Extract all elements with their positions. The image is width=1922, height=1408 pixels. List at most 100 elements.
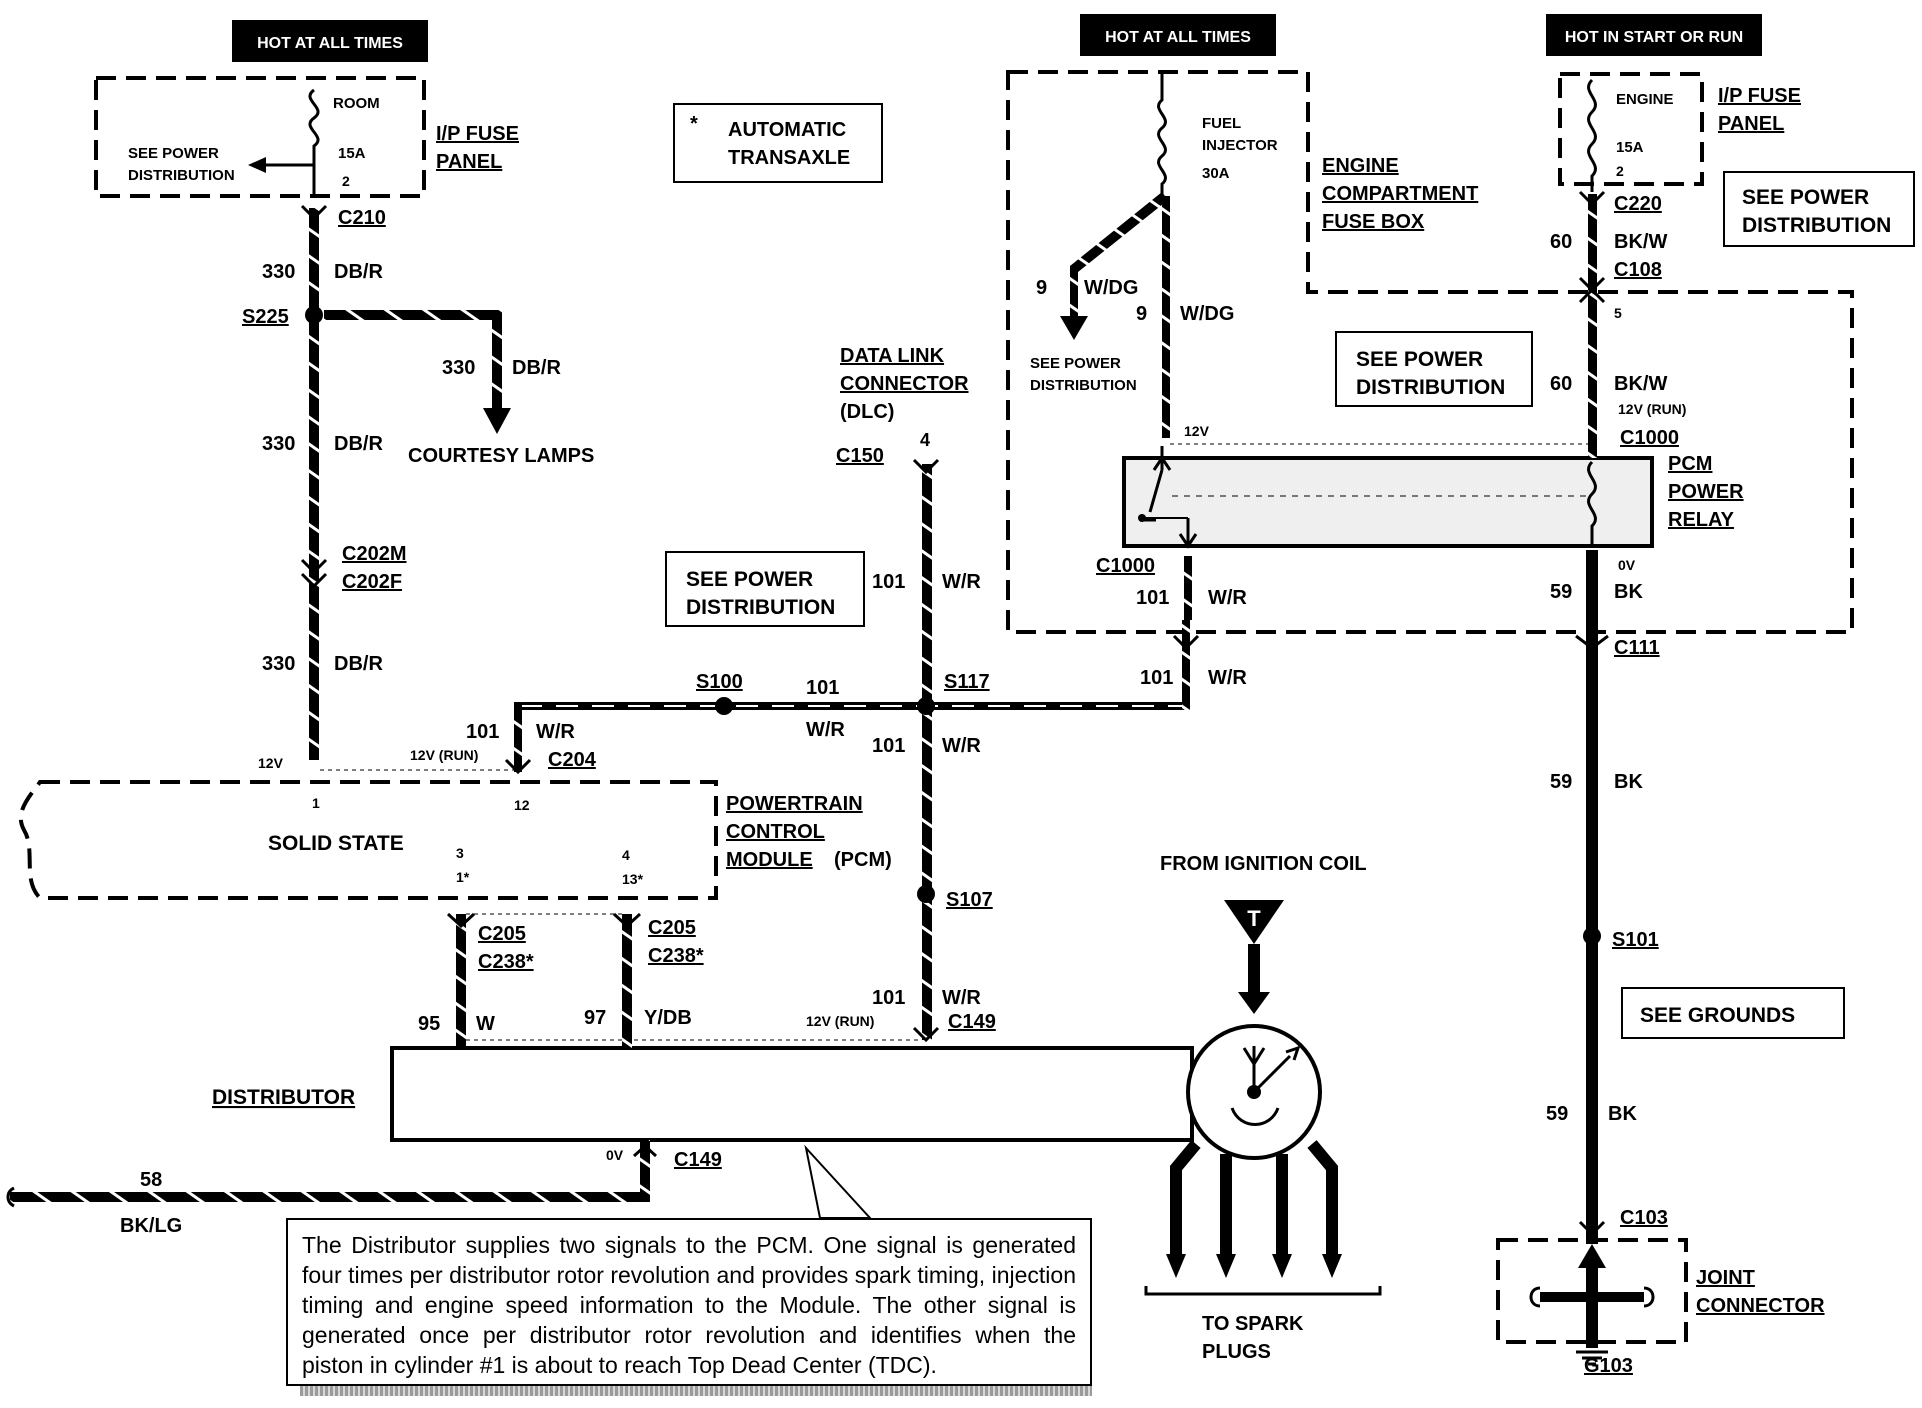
wire-95 bbox=[456, 914, 466, 1048]
note-shadow bbox=[300, 1386, 1092, 1396]
voltage-0v-relay: 0V bbox=[1618, 557, 1636, 573]
dlc-label-3: (DLC) bbox=[840, 401, 894, 423]
ip-fuse-panel-left-box bbox=[94, 76, 426, 198]
wire-60-mid-circuit: 60 bbox=[1550, 373, 1572, 395]
wire-60-vertical bbox=[1588, 194, 1597, 458]
pcm-pin-3: 3 bbox=[456, 845, 464, 861]
wire-58-horizontal bbox=[10, 1192, 650, 1202]
joint-connector-label-1: JOINT bbox=[1696, 1267, 1755, 1289]
connector-c103: C103 bbox=[1620, 1207, 1668, 1229]
wire-101-relay-circuit: 101 bbox=[1136, 587, 1169, 609]
connector-c150-symbol bbox=[912, 458, 940, 475]
joint-connector-label-2: CONNECTOR bbox=[1696, 1295, 1825, 1317]
wire-101-dist-circuit: 101 bbox=[872, 987, 905, 1009]
splice-s101-dot bbox=[1583, 927, 1601, 945]
ip-fuse-panel-right-box bbox=[1558, 72, 1704, 186]
wire-330-1-circuit: 330 bbox=[262, 261, 295, 283]
see-power-dist-box-1-line-1: SEE POWER bbox=[686, 568, 813, 591]
relay-coil-symbol bbox=[1587, 460, 1597, 546]
wire-101-relay bbox=[1184, 556, 1192, 620]
connector-c205-right-symbol bbox=[612, 912, 642, 929]
wire-60-top-circuit: 60 bbox=[1550, 231, 1572, 253]
fuse-rating-room: 15A bbox=[338, 145, 366, 162]
pcm-pin-13star: 13* bbox=[622, 871, 644, 887]
see-power-dist-small-1: SEE POWER bbox=[1030, 355, 1121, 372]
rotor-arms bbox=[1242, 1045, 1301, 1094]
connector-c149-top: C149 bbox=[948, 1011, 996, 1033]
pcm-power-relay-label-2: POWER bbox=[1668, 481, 1744, 503]
wire-330-3-color: DB/R bbox=[334, 433, 383, 455]
wire-95-color: W bbox=[476, 1013, 495, 1035]
wire-330-2-color: DB/R bbox=[512, 357, 561, 379]
connector-c205-left: C205 bbox=[478, 923, 526, 945]
wire-101-right-color: W/R bbox=[1208, 667, 1247, 689]
svg-text:HOT AT ALL TIMES: HOT AT ALL TIMES bbox=[257, 35, 403, 52]
see-power-dist-box-3-line-2: DISTRIBUTION bbox=[1742, 214, 1891, 237]
wire-58-circuit: 58 bbox=[140, 1169, 162, 1191]
wire-101-right-vertical bbox=[1182, 620, 1190, 710]
connector-c111: C111 bbox=[1614, 637, 1660, 659]
dlc-label-2: CONNECTOR bbox=[840, 373, 969, 395]
see-power-dist-box-1 bbox=[665, 551, 865, 627]
wire-97 bbox=[622, 914, 632, 1048]
pcm-power-relay-box bbox=[1122, 456, 1654, 548]
wire-101-relay-color: W/R bbox=[1208, 587, 1247, 609]
svg-text:HOT IN START OR RUN: HOT IN START OR RUN bbox=[1565, 29, 1743, 46]
see-power-dist-text-1: SEE POWER bbox=[128, 145, 219, 162]
fuse-pin-room: 2 bbox=[342, 173, 350, 189]
voltage-12v-pcm-left: 12V bbox=[258, 755, 284, 771]
pcm-label-2: CONTROL bbox=[726, 821, 825, 843]
distributor-note: The Distributor supplies two signals to … bbox=[286, 1218, 1092, 1386]
connector-c103-symbol bbox=[1578, 1220, 1606, 1237]
fuse-name-fuel: FUEL bbox=[1202, 115, 1241, 132]
wire-9-left-color: W/DG bbox=[1084, 277, 1138, 299]
wire-59-3-circuit: 59 bbox=[1546, 1103, 1568, 1125]
see-grounds-label: SEE GROUNDS bbox=[1640, 1004, 1795, 1027]
connector-c220: C220 bbox=[1614, 193, 1662, 215]
wire-330-2-circuit: 330 bbox=[442, 357, 475, 379]
to-spark-plugs-label-1: TO SPARK bbox=[1202, 1313, 1304, 1335]
wire-101-dlc-circuit: 101 bbox=[872, 571, 905, 593]
wire-9-right-circuit: 9 bbox=[1136, 303, 1147, 325]
wire-330-branch-v bbox=[492, 310, 502, 410]
rotor-arc bbox=[1230, 1107, 1280, 1126]
wire-9-left bbox=[1070, 192, 1168, 318]
splice-s225-dot bbox=[305, 306, 323, 324]
from-ignition-coil-label: FROM IGNITION COIL bbox=[1160, 853, 1367, 875]
see-power-dist-box-2-line-2: DISTRIBUTION bbox=[1356, 376, 1505, 399]
connector-c202-symbol bbox=[300, 558, 328, 589]
to-spark-plugs-label-2: PLUGS bbox=[1202, 1341, 1271, 1363]
wire-59-vertical bbox=[1586, 550, 1598, 1244]
engine-fuse-box-label-3: FUSE BOX bbox=[1322, 211, 1425, 233]
wire-58-vertical bbox=[640, 1140, 650, 1200]
ip-fuse-panel-right-label-2: PANEL bbox=[1718, 113, 1784, 135]
engine-fuse-box-outline bbox=[1006, 70, 1854, 634]
fuse-name-injector: INJECTOR bbox=[1202, 137, 1278, 154]
legend-transaxle: TRANSAXLE bbox=[728, 147, 850, 169]
wire-59-2-color: BK bbox=[1614, 771, 1643, 793]
joint-vertical-bar bbox=[1586, 1266, 1598, 1348]
pcm-box bbox=[18, 780, 718, 900]
connector-c238-left: C238* bbox=[478, 951, 534, 973]
wire-59-3-color: BK bbox=[1608, 1103, 1637, 1125]
arrow-left-icon bbox=[248, 157, 266, 173]
see-power-dist-box-3 bbox=[1723, 171, 1915, 247]
engine-fuse-box-label-2: COMPARTMENT bbox=[1322, 183, 1478, 205]
voltage-12v-run-c204: 12V (RUN) bbox=[410, 747, 478, 763]
wire-101-right-circuit: 101 bbox=[1140, 667, 1173, 689]
fuse-name-engine: ENGINE bbox=[1616, 91, 1674, 108]
wire-101-s117-circuit: 101 bbox=[872, 735, 905, 757]
engine-fuse-box-label-1: ENGINE bbox=[1322, 155, 1399, 177]
ip-fuse-panel-right-label-1: I/P FUSE bbox=[1718, 85, 1801, 107]
wire-330-3-circuit: 330 bbox=[262, 433, 295, 455]
connector-c202m: C202M bbox=[342, 543, 406, 565]
splice-s107: S107 bbox=[946, 889, 993, 911]
splice-s225: S225 bbox=[242, 306, 289, 328]
wire-59-2-circuit: 59 bbox=[1550, 771, 1572, 793]
legend-box bbox=[673, 103, 883, 183]
arrow-down-courtesy-icon bbox=[483, 408, 511, 434]
splice-s100: S100 bbox=[696, 671, 743, 693]
banner-hot-at-all-times-left: HOT AT ALL TIMES bbox=[232, 20, 428, 62]
legend-asterisk: * bbox=[690, 113, 698, 135]
pcm-power-relay-label-1: PCM bbox=[1668, 453, 1712, 475]
